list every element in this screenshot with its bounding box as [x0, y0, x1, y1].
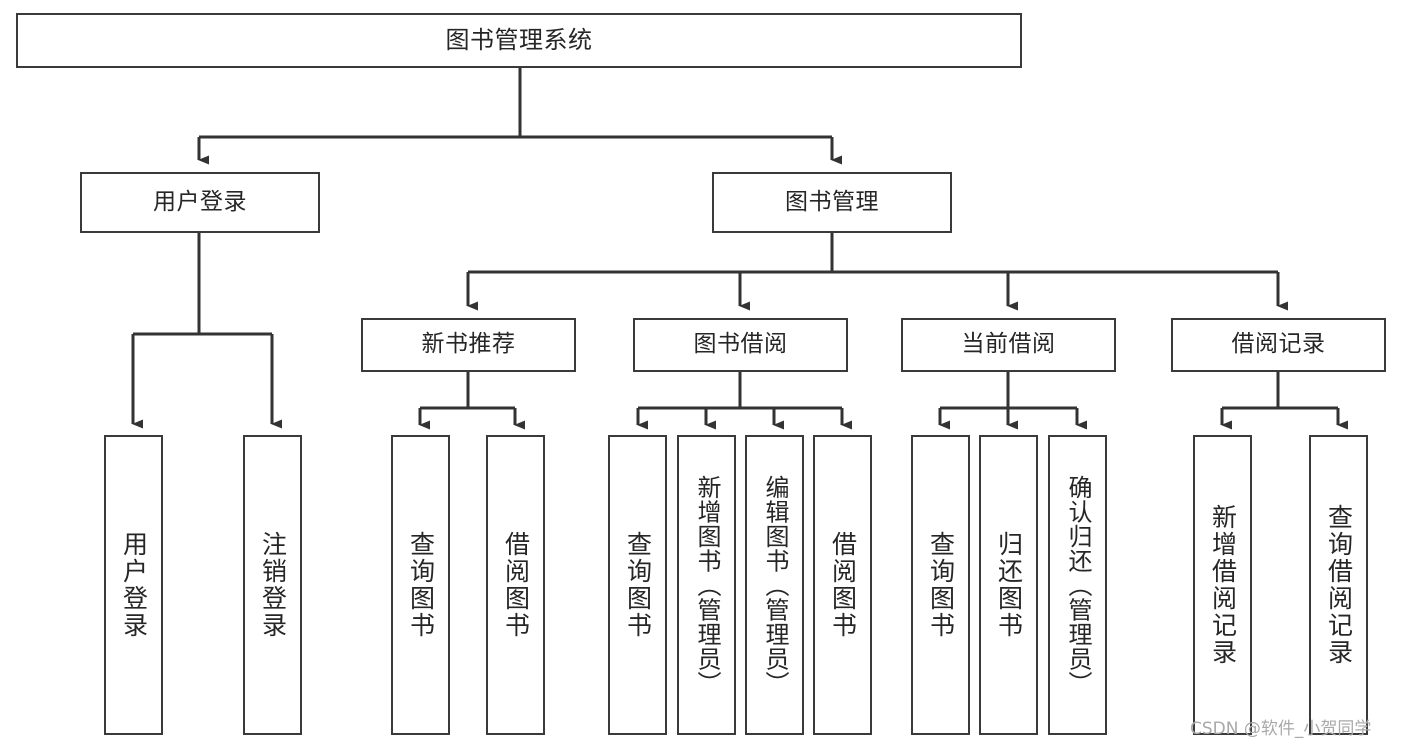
node-leaf-query-record[interactable]: 查询借阅记录: [1309, 435, 1368, 735]
node-leaf-edit-book[interactable]: 编辑图书（管理员）: [745, 435, 804, 735]
node-leaf-query-book-3-label: 查询图书: [926, 531, 956, 639]
node-leaf-add-book-label: 新增图书（管理员）: [692, 474, 721, 696]
node-user-login-label: 用户登录: [153, 188, 247, 215]
node-root-system[interactable]: 图书管理系统: [16, 13, 1022, 68]
node-leaf-user-login-label: 用户登录: [119, 531, 149, 639]
node-current-borrow[interactable]: 当前借阅: [901, 318, 1116, 372]
node-new-book-recommend-label: 新书推荐: [421, 331, 516, 358]
node-new-book-recommend[interactable]: 新书推荐: [361, 318, 576, 372]
node-leaf-return-book-label: 归还图书: [994, 531, 1024, 639]
node-leaf-query-record-label: 查询借阅记录: [1324, 504, 1354, 666]
node-leaf-user-login[interactable]: 用户登录: [104, 435, 163, 735]
node-leaf-query-book-1[interactable]: 查询图书: [391, 435, 450, 735]
node-leaf-query-book-3[interactable]: 查询图书: [911, 435, 970, 735]
node-borrow-record-label: 借阅记录: [1231, 331, 1326, 358]
node-leaf-borrow-book-1-label: 借阅图书: [501, 531, 531, 639]
node-book-borrow[interactable]: 图书借阅: [633, 318, 848, 372]
node-root-label: 图书管理系统: [445, 26, 593, 55]
node-leaf-add-record-label: 新增借阅记录: [1208, 504, 1238, 666]
node-borrow-record[interactable]: 借阅记录: [1171, 318, 1386, 372]
watermark-text: CSDN @软件_小贺同学: [1190, 719, 1372, 739]
node-leaf-query-book-2-label: 查询图书: [623, 531, 653, 639]
node-leaf-confirm-return-label: 确认归还（管理员）: [1063, 474, 1092, 696]
node-leaf-user-logout-label: 注销登录: [258, 531, 288, 639]
node-leaf-borrow-book-1[interactable]: 借阅图书: [486, 435, 545, 735]
node-current-borrow-label: 当前借阅: [961, 331, 1056, 358]
node-leaf-confirm-return[interactable]: 确认归还（管理员）: [1048, 435, 1107, 735]
node-book-manage[interactable]: 图书管理: [712, 172, 952, 233]
node-leaf-add-book[interactable]: 新增图书（管理员）: [677, 435, 736, 735]
node-book-manage-label: 图书管理: [785, 188, 879, 215]
node-leaf-edit-book-label: 编辑图书（管理员）: [760, 474, 789, 696]
node-leaf-add-record[interactable]: 新增借阅记录: [1193, 435, 1252, 735]
node-leaf-user-logout[interactable]: 注销登录: [243, 435, 302, 735]
node-leaf-borrow-book-2[interactable]: 借阅图书: [813, 435, 872, 735]
node-leaf-query-book-1-label: 查询图书: [406, 531, 436, 639]
node-leaf-borrow-book-2-label: 借阅图书: [828, 531, 858, 639]
node-book-borrow-label: 图书借阅: [693, 331, 788, 358]
node-leaf-return-book[interactable]: 归还图书: [979, 435, 1038, 735]
node-leaf-query-book-2[interactable]: 查询图书: [608, 435, 667, 735]
node-user-login[interactable]: 用户登录: [80, 172, 320, 233]
